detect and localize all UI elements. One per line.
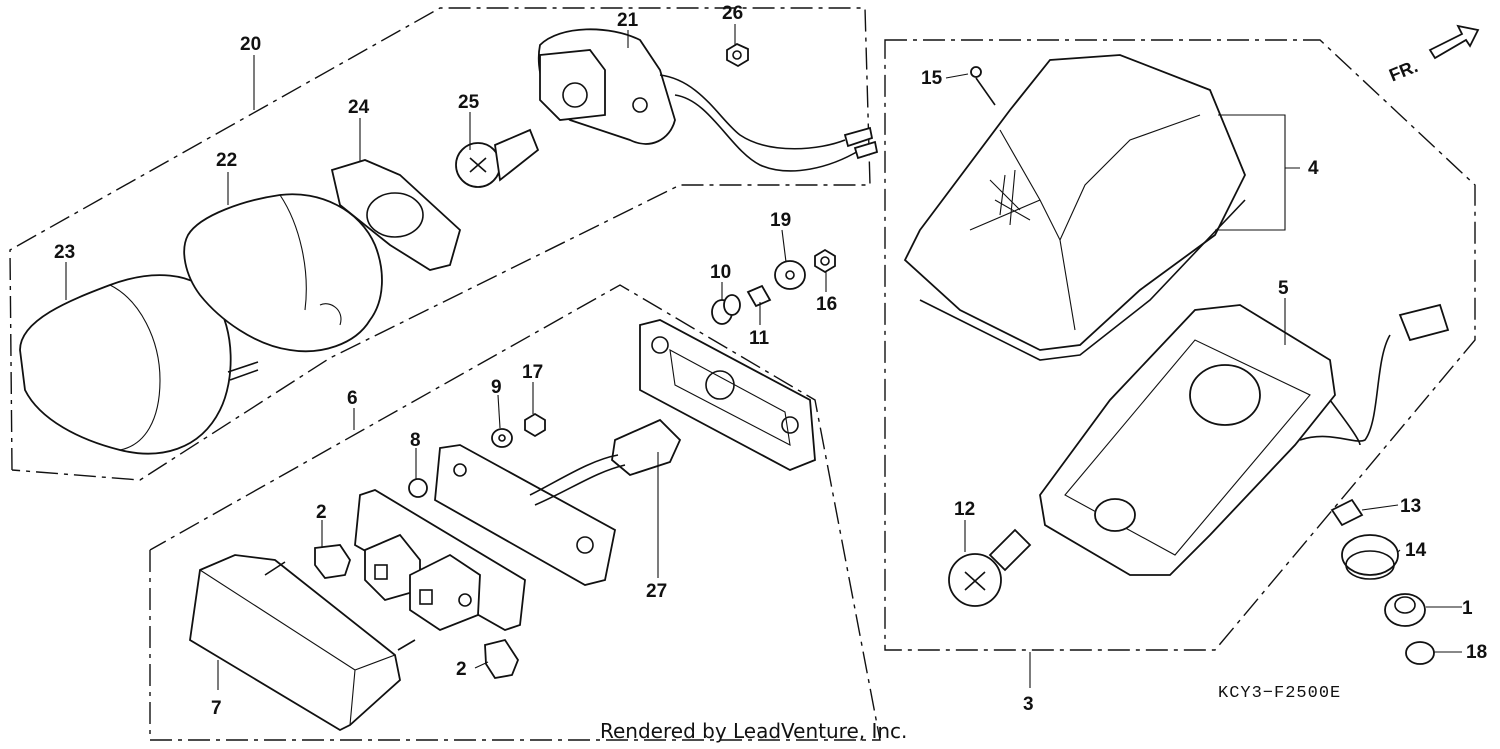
part-8-spacer [408,478,428,498]
part-21-socket [537,28,879,172]
part-4-tail-lens [903,54,1246,361]
part-26-nut [726,42,749,68]
part-24-gasket [330,159,462,271]
callout-6: 6 [347,388,358,409]
part-11-collar [746,284,772,308]
callout-26: 26 [722,3,743,24]
callout-12: 12 [954,499,975,520]
callout-2-upper: 2 [316,502,327,523]
part-19-washer [774,260,806,290]
part-9-washer [491,428,513,448]
callout-15: 15 [921,68,943,89]
front-arrow-icon [1428,24,1480,60]
part-12-bulb [948,528,1032,607]
callout-1: 1 [1462,598,1473,619]
part-13-clip [1330,498,1364,527]
callout-3: 3 [1023,694,1034,715]
part-22-housing [183,193,383,353]
callout-19: 19 [770,210,791,231]
part-license-gasket [639,319,816,471]
callout-5: 5 [1278,278,1289,299]
part-bracket-plate [434,444,617,586]
part-socket-base [354,489,526,632]
part-23-lens-cap [19,274,259,455]
callout-20: 20 [240,34,261,55]
part-14-grommet [1341,534,1399,580]
callout-2-lower: 2 [456,659,467,680]
callout-22: 22 [216,150,237,171]
part-wire-connector [1299,303,1450,442]
callout-8: 8 [410,430,421,451]
part-2-bulb-lower [484,638,520,679]
callout-27: 27 [646,581,667,602]
callout-17: 17 [522,362,543,383]
diagram-code: KCY3−F2500E [1218,684,1341,703]
assembly-outlines [9,7,1476,741]
callout-16: 16 [816,294,837,315]
part-2-bulb-upper [314,544,351,579]
part-10-grommet [711,294,741,325]
callout-13: 13 [1400,496,1421,517]
part-17-nut [524,412,546,438]
leader-lines [65,24,1462,690]
callout-24: 24 [348,97,370,118]
callout-7: 7 [211,698,222,719]
part-5-tail-housing [1039,304,1361,576]
front-label: FR. [1386,56,1420,85]
callout-21: 21 [617,10,639,31]
part-7-lens [189,554,416,732]
callout-18: 18 [1466,642,1487,663]
callout-11: 11 [749,328,770,349]
part-1-grommet [1384,593,1426,627]
credit-text: Rendered by LeadVenture, Inc. [600,719,907,743]
part-16-nut [814,248,836,274]
part-27-connector [529,418,682,506]
part-18-nut [1405,641,1435,665]
callout-9: 9 [491,377,502,398]
callout-10: 10 [710,262,731,283]
part-15-screw [970,66,996,106]
callout-25: 25 [458,92,480,113]
callout-4: 4 [1308,158,1319,179]
part-25-bulb [455,128,540,188]
callouts: 1 2 2 3 4 5 6 7 8 9 10 11 12 13 14 15 16… [54,3,1487,719]
callout-23: 23 [54,242,75,263]
callout-14: 14 [1405,540,1427,561]
